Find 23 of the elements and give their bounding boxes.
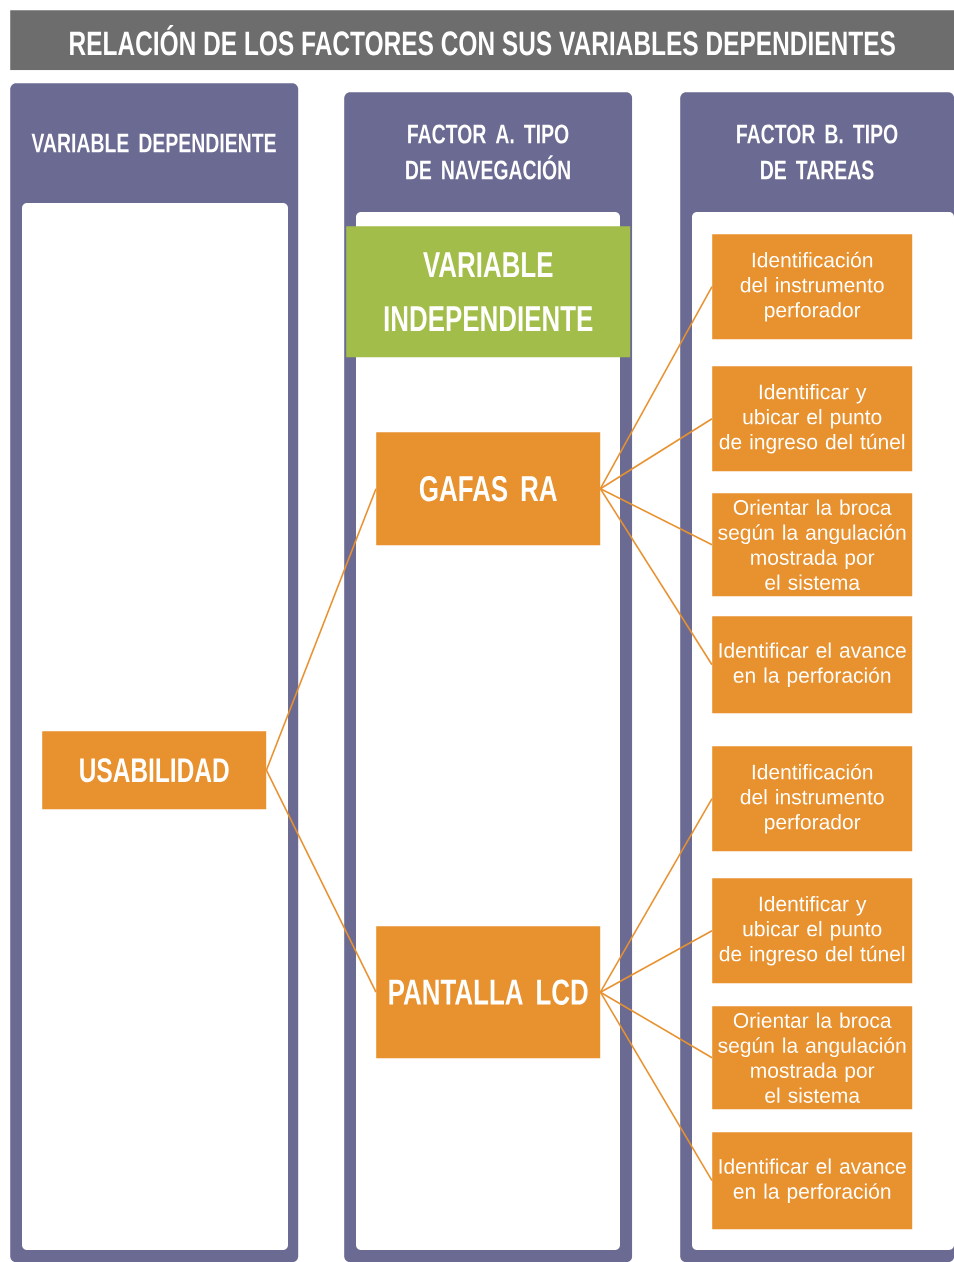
task-box: Identificar y ubicar el punto de ingreso del túnel: [712, 878, 913, 984]
connector-line: [599, 487, 713, 666]
connector-line: [265, 487, 377, 771]
connector-line: [265, 769, 377, 993]
variable-box: VARIABLE INDEPENDIENTE: [346, 226, 631, 358]
task-box: Identificar el avance en la perforación: [712, 1132, 913, 1230]
task-box: Identificar y ubicar el punto de ingreso del túnel: [712, 366, 913, 472]
connector-line: [599, 929, 713, 993]
connector-line: [599, 991, 713, 1182]
task-box: Identificación del instrumento perforador: [712, 234, 913, 340]
title-banner: RELACIÓN DE LOS FACTORES CON SUS VARIABLES DEPENDIENTES: [10, 10, 954, 71]
connector-line: [599, 417, 713, 490]
connector-line: [599, 991, 713, 1059]
factor-box: GAFAS RA: [376, 432, 601, 546]
task-box: Identificación del instrumento perforador: [712, 746, 913, 852]
variable-box: USABILIDAD: [42, 731, 267, 810]
task-box: Identificar el avance en la perforación: [712, 616, 913, 714]
connector-line: [599, 487, 713, 546]
connector-line: [599, 797, 713, 993]
task-box: Orientar la broca según la angulación mostrada por el sistema: [712, 493, 913, 597]
task-box: Orientar la broca según la angulación mostrada por el sistema: [712, 1006, 913, 1110]
factor-box: PANTALLA LCD: [376, 926, 601, 1059]
connector-line: [599, 285, 713, 490]
